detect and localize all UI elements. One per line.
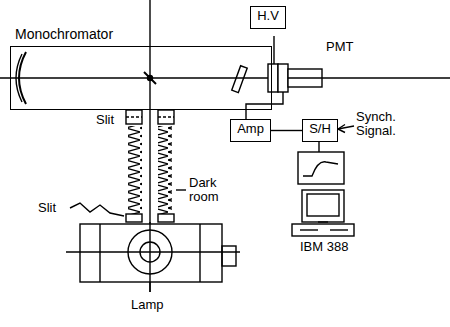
slit: [126, 110, 142, 124]
computer-base: [292, 224, 354, 236]
slit: [158, 116, 174, 117]
box-label: S/H: [308, 122, 332, 137]
optical-axis: [0, 77, 450, 78]
lamp-housing: [199, 224, 200, 282]
signal-name: Synch. Signal.: [356, 110, 402, 139]
signal-wire: [246, 92, 283, 119]
bellows: [128, 126, 142, 220]
part-name: Slit: [96, 113, 114, 127]
hv-box: H.V: [250, 6, 286, 29]
lamp-axis: [149, 222, 150, 292]
lamp-knob: [222, 246, 236, 266]
lamp-housing: [80, 224, 222, 282]
pmt-window: [278, 64, 288, 92]
part-name: Lamp: [131, 298, 164, 312]
monochromator-box: Monochromator: [10, 46, 272, 110]
part-name: IBM 388: [300, 240, 348, 254]
scope-trace: [303, 162, 338, 176]
plane-mirror: [144, 72, 156, 84]
optical-axis: [149, 0, 150, 292]
hv-wire: [273, 36, 274, 64]
slit: [158, 214, 174, 222]
slit: [158, 110, 174, 124]
pmt-window: [268, 64, 278, 92]
slit: [126, 116, 142, 117]
synch-arrow: [338, 125, 345, 133]
amp-box: Amp: [230, 119, 271, 142]
lamp-housing: [99, 224, 100, 282]
slit: [126, 214, 142, 222]
lamp-bulb: [128, 230, 172, 274]
pmt-tube: [288, 69, 322, 87]
box-label: H.V: [256, 9, 280, 24]
optical-axis: [288, 77, 322, 78]
signal-connector: [271, 130, 302, 131]
computer-stand: [318, 221, 328, 222]
scope: [298, 152, 344, 184]
leader-line: [176, 189, 186, 190]
part-name: Slit: [38, 201, 56, 215]
pmt-label: PMT: [326, 40, 353, 54]
lamp-bulb: [140, 242, 160, 262]
concave-mirror: [16, 54, 22, 102]
box-heading: Monochromator: [15, 26, 113, 42]
lamp-axis: [66, 251, 240, 252]
leader-line: [70, 203, 124, 216]
sample-hold-box: S/H: [302, 119, 338, 142]
grating: [232, 66, 247, 93]
drive-slot: [300, 229, 318, 230]
computer-screen: [307, 194, 339, 216]
box-label: Amp: [236, 122, 265, 137]
computer-monitor: [302, 190, 344, 222]
drive-slot: [330, 229, 348, 230]
part-name: Dark room: [189, 176, 225, 205]
bellows: [158, 126, 172, 220]
